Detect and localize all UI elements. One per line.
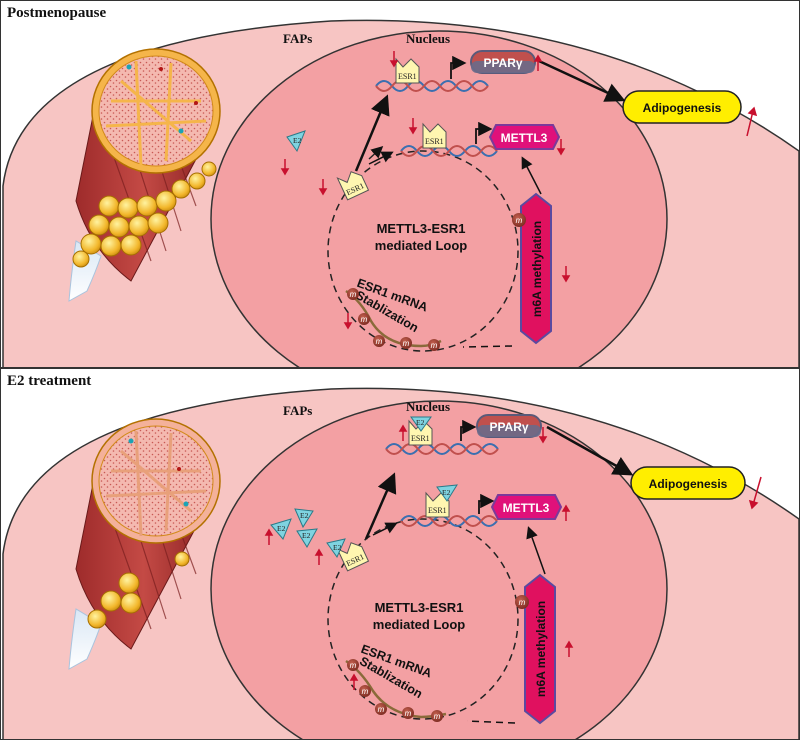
adipogenesis-label: Adipogenesis [649,477,728,491]
m6a-mark-icon: m [347,659,359,671]
mettl3-label: METTL3 [503,501,550,515]
esr1-receptor-icon: ESR1 [336,171,370,201]
m6a-mark-icon: m [375,703,387,715]
nucleus-label: Nucleus [406,31,450,46]
e2-treatment-diagram: FAPs Nucleus ESR1 E2 ESR1 E2 [2,387,799,739]
dna-helix-icon [375,80,489,92]
svg-text:m: m [350,290,357,299]
dna-helix-icon [400,515,498,527]
e2-triangle-icon: E2 [296,528,318,548]
esr1-receptor-icon: ESR1 [395,57,420,84]
esr1-label: ESR1 [411,434,430,443]
loop-title-line1: METTL3-ESR1 [377,221,466,236]
m6a-mark-icon: m [358,313,370,325]
pparg-pill: PPARγ [476,414,542,438]
loop-dashed-circle [327,518,519,720]
e2-label: E2 [442,488,451,497]
svg-text:m: m [516,216,523,225]
m6a-label: m6A methylation [530,221,544,317]
m6a-methylation-box: m6A methylation [524,573,556,725]
postmenopause-diagram: FAPs Nucleus ESR1 ESR1 ESR1 [2,19,799,367]
adipogenesis-pill: Adipogenesis [622,90,742,124]
m6a-mark-icon: m [373,335,385,347]
e2-label: E2 [333,543,342,552]
svg-text:m: m [434,712,441,721]
adipogenesis-pill: Adipogenesis [630,466,746,500]
m6a-mark-icon: m [402,707,414,719]
m6a-label: m6A methylation [534,601,548,697]
m6a-mark-icon: m [428,339,440,351]
fat-cells-icon [87,551,190,629]
e2-triangle-icon: E2 [270,518,292,540]
e2-triangle-icon: E2 [410,416,432,432]
loop-title-line2: mediated Loop [375,238,468,253]
pparg-pill: PPARγ [470,50,536,74]
postmenopause-panel: FAPs Nucleus ESR1 ESR1 ESR1 [0,0,800,368]
e2-triangle-icon: E2 [436,484,458,502]
esr1-receptor-icon: ESR1 [422,122,447,149]
svg-text:m: m [431,341,438,350]
e2-label: E2 [416,418,425,427]
dna-helix-icon [400,145,498,157]
loop-title-line2: mediated Loop [373,617,466,632]
m6a-mark-icon: m [359,685,371,697]
m6a-mark-icon: m [347,288,359,300]
faps-label: FAPs [283,31,312,46]
pparg-label: PPARγ [483,56,522,70]
svg-text:m: m [350,661,357,670]
svg-text:m: m [405,709,412,718]
mettl3-label: METTL3 [501,131,548,145]
mettl3-badge: METTL3 [490,494,563,520]
svg-text:m: m [519,598,526,607]
svg-text:m: m [361,315,368,324]
m6a-methylation-box: m6A methylation [520,192,552,345]
loop-title-line1: METTL3-ESR1 [375,600,464,615]
e2-triangle-icon: E2 [294,508,314,529]
loop-dashed-circle [327,150,519,352]
panel-title: E2 treatment [7,373,92,389]
e2-treatment-panel: FAPs Nucleus ESR1 E2 ESR1 E2 [0,368,800,740]
m6a-mark-icon: m [431,710,443,722]
muscle-fiber-bundle-icon [68,48,221,302]
svg-text:m: m [378,705,385,714]
esr1-label: ESR1 [428,506,447,515]
fat-cells-icon [72,161,217,268]
m6a-mark-icon: m [515,595,529,609]
pparg-label: PPARγ [489,420,528,434]
svg-text:m: m [362,687,369,696]
svg-text:m: m [403,339,410,348]
adipogenesis-label: Adipogenesis [643,101,722,115]
e2-label: E2 [302,531,311,540]
increase-arrow-icon [533,54,758,137]
decrease-arrow-icon [538,427,762,510]
faps-label: FAPs [283,403,312,418]
mettl3-badge: METTL3 [488,124,561,150]
esr1-label: ESR1 [398,72,417,81]
e2-label: E2 [300,511,309,520]
panel-title: Postmenopause [7,5,107,21]
e2-label: E2 [293,136,302,145]
m6a-mark-icon: m [400,337,412,349]
increase-arrow-icon [264,424,574,690]
nucleus [210,30,668,367]
m6a-mark-icon: m [512,213,526,227]
e2-label: E2 [277,524,286,533]
nucleus-label: Nucleus [406,399,450,414]
esr1-label: ESR1 [425,137,444,146]
e2-triangle-icon: E2 [286,130,306,153]
esr1-receptor-icon: ESR1 [336,542,370,572]
e2-triangle-icon: E2 [326,538,346,559]
dna-helix-icon [385,443,499,455]
svg-text:m: m [376,337,383,346]
decrease-arrow-icon [280,51,571,330]
